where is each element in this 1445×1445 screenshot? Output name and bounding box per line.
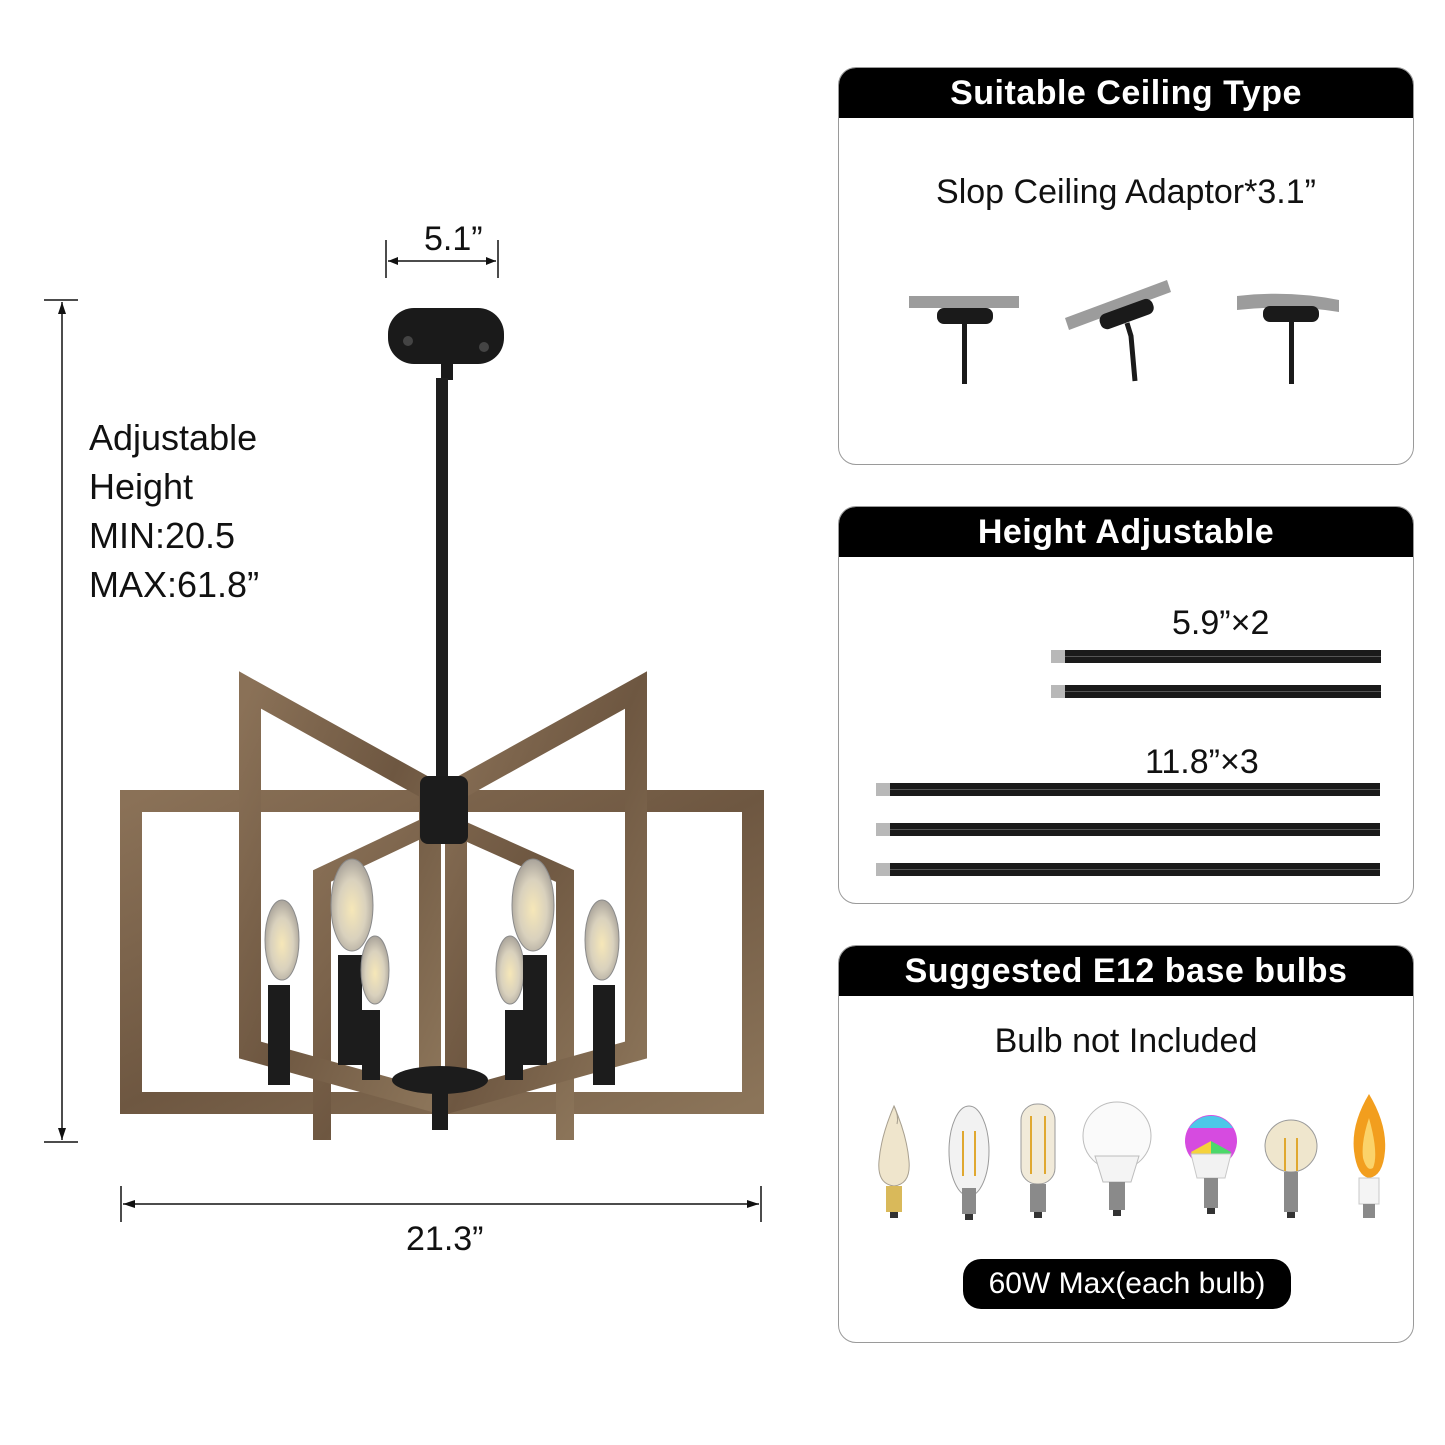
overall-width-label: 21.3” (406, 1220, 484, 1258)
canopy-width-label: 5.1” (424, 220, 483, 258)
globe-led-bulb-icon (1082, 1101, 1152, 1216)
candle-flame-tip-bulb-icon (878, 1104, 910, 1218)
ceiling-canopy (388, 308, 504, 380)
suggested-bulbs-title: Suggested E12 base bulbs (839, 946, 1413, 996)
height-adjustable-panel: Height Adjustable 5.9”×2 11.8”×3 (838, 506, 1414, 904)
height-line-1: Adjustable (89, 417, 258, 458)
long-rod-1 (876, 783, 1380, 796)
wood-frame-left (239, 671, 441, 1115)
wood-frame-horizontal (120, 790, 764, 1114)
wood-frame-right (445, 671, 647, 1115)
long-rod-2 (876, 823, 1380, 836)
short-rods-label: 5.9”×2 (1172, 604, 1270, 642)
short-rod-1 (1051, 650, 1381, 663)
ceiling-type-panel: Suitable Ceiling Type Slop Ceiling Adapt… (838, 67, 1414, 465)
height-adjustable-title: Height Adjustable (839, 507, 1413, 557)
height-line-3: MIN:20.5 (89, 515, 236, 556)
sloped-ceiling-mount-icon (1065, 280, 1171, 382)
tubular-led-bulb-icon (1020, 1103, 1056, 1218)
candle-lights (264, 858, 620, 1085)
short-rod-2 (1051, 685, 1381, 698)
canopy-width-dimension (385, 240, 499, 278)
long-rod-3 (876, 863, 1380, 876)
bulb-not-included-text: Bulb not Included (994, 1022, 1258, 1060)
slope-adaptor-text: Slop Ceiling Adaptor*3.1” (936, 173, 1316, 211)
suggested-bulbs-panel: Suggested E12 base bulbs Bulb not Includ… (838, 945, 1414, 1343)
vaulted-ceiling-mount-icon (1237, 293, 1339, 384)
height-line-4: MAX:61.8” (89, 564, 260, 605)
bulb-options (878, 1094, 1386, 1220)
height-line-2: Height (89, 466, 194, 507)
adjustable-height-text: Adjustable Height MIN:20.5 MAX:61.8” (89, 413, 259, 609)
ceiling-type-title: Suitable Ceiling Type (839, 68, 1413, 118)
bottom-hub (392, 1066, 488, 1094)
height-dimension (44, 299, 78, 1143)
flame-effect-bulb-icon (1353, 1094, 1386, 1218)
rgb-color-bulb-icon (1185, 1115, 1237, 1214)
downrod (436, 378, 448, 778)
clear-globe-bulb-icon (1264, 1119, 1318, 1218)
top-hub (420, 776, 468, 844)
long-rods-label: 11.8”×3 (1145, 743, 1259, 781)
candle-led-bulb-icon (948, 1105, 990, 1220)
extension-rods (876, 650, 1381, 876)
ceiling-mount-diagrams (909, 280, 1339, 384)
chandelier-drawing (120, 308, 764, 1140)
flat-ceiling-mount-icon (909, 296, 1019, 384)
overall-width-dimension (120, 1186, 762, 1222)
max-wattage-badge: 60W Max(each bulb) (963, 1259, 1291, 1309)
